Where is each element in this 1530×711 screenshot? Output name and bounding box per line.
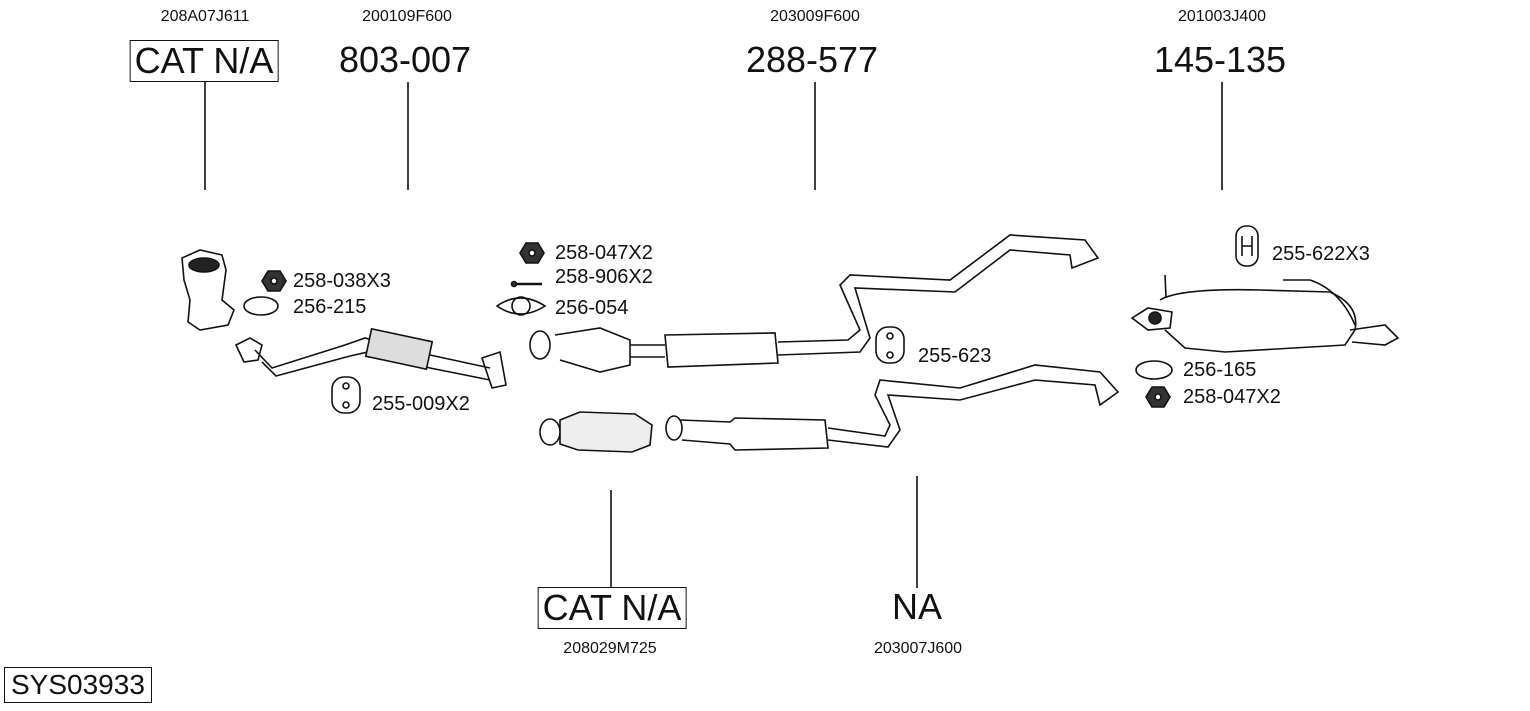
part-number-label[interactable]: 145-135 xyxy=(1153,39,1287,80)
hardware-label[interactable]: 256-215 xyxy=(293,296,367,318)
part-code: 200109F600 xyxy=(362,8,452,25)
part-code: 203007J600 xyxy=(873,640,963,657)
part-code: 208A07J611 xyxy=(160,8,250,25)
system-id: SYS03933 xyxy=(4,667,152,703)
part-number-label[interactable]: CAT N/A xyxy=(129,40,279,82)
catalyst-part xyxy=(539,411,653,453)
middle-pipe-part xyxy=(665,364,1120,451)
rubber-mount-icon xyxy=(331,376,361,414)
part-number-label[interactable]: NA xyxy=(891,586,943,627)
bolt-icon xyxy=(510,280,542,288)
hardware-label[interactable]: 258-047X2 xyxy=(555,242,653,264)
part-code: 208029M725 xyxy=(563,640,657,657)
rubber-mount-icon xyxy=(875,326,905,364)
part-number-label[interactable]: 803-007 xyxy=(338,39,472,80)
part-number-label[interactable]: 288-577 xyxy=(745,39,879,80)
hanger-icon xyxy=(1235,225,1259,267)
nut-icon xyxy=(1145,386,1171,408)
hardware-label[interactable]: 258-038X3 xyxy=(293,270,391,292)
gasket-ring-icon xyxy=(1135,360,1173,380)
front-pipe-part xyxy=(234,327,507,389)
hardware-label[interactable]: 258-047X2 xyxy=(1183,386,1281,408)
part-code: 201003J400 xyxy=(1177,8,1267,25)
nut-icon xyxy=(261,270,287,292)
hardware-label[interactable]: 256-165 xyxy=(1183,359,1257,381)
hardware-label[interactable]: 255-623 xyxy=(918,345,992,367)
hardware-label[interactable]: 255-009X2 xyxy=(372,393,470,415)
flange-gasket-icon xyxy=(495,296,547,316)
center-pipe-part xyxy=(529,234,1100,373)
part-code: 203009F600 xyxy=(770,8,860,25)
rear-silencer-part xyxy=(1130,274,1400,353)
hardware-label[interactable]: 255-622X3 xyxy=(1272,243,1370,265)
nut-icon xyxy=(519,242,545,264)
hardware-label[interactable]: 258-906X2 xyxy=(555,266,653,288)
part-number-label[interactable]: CAT N/A xyxy=(537,587,687,629)
gasket-ring-icon xyxy=(243,296,279,316)
hardware-label[interactable]: 256-054 xyxy=(555,297,629,319)
manifold-catalyst-part xyxy=(181,249,235,331)
